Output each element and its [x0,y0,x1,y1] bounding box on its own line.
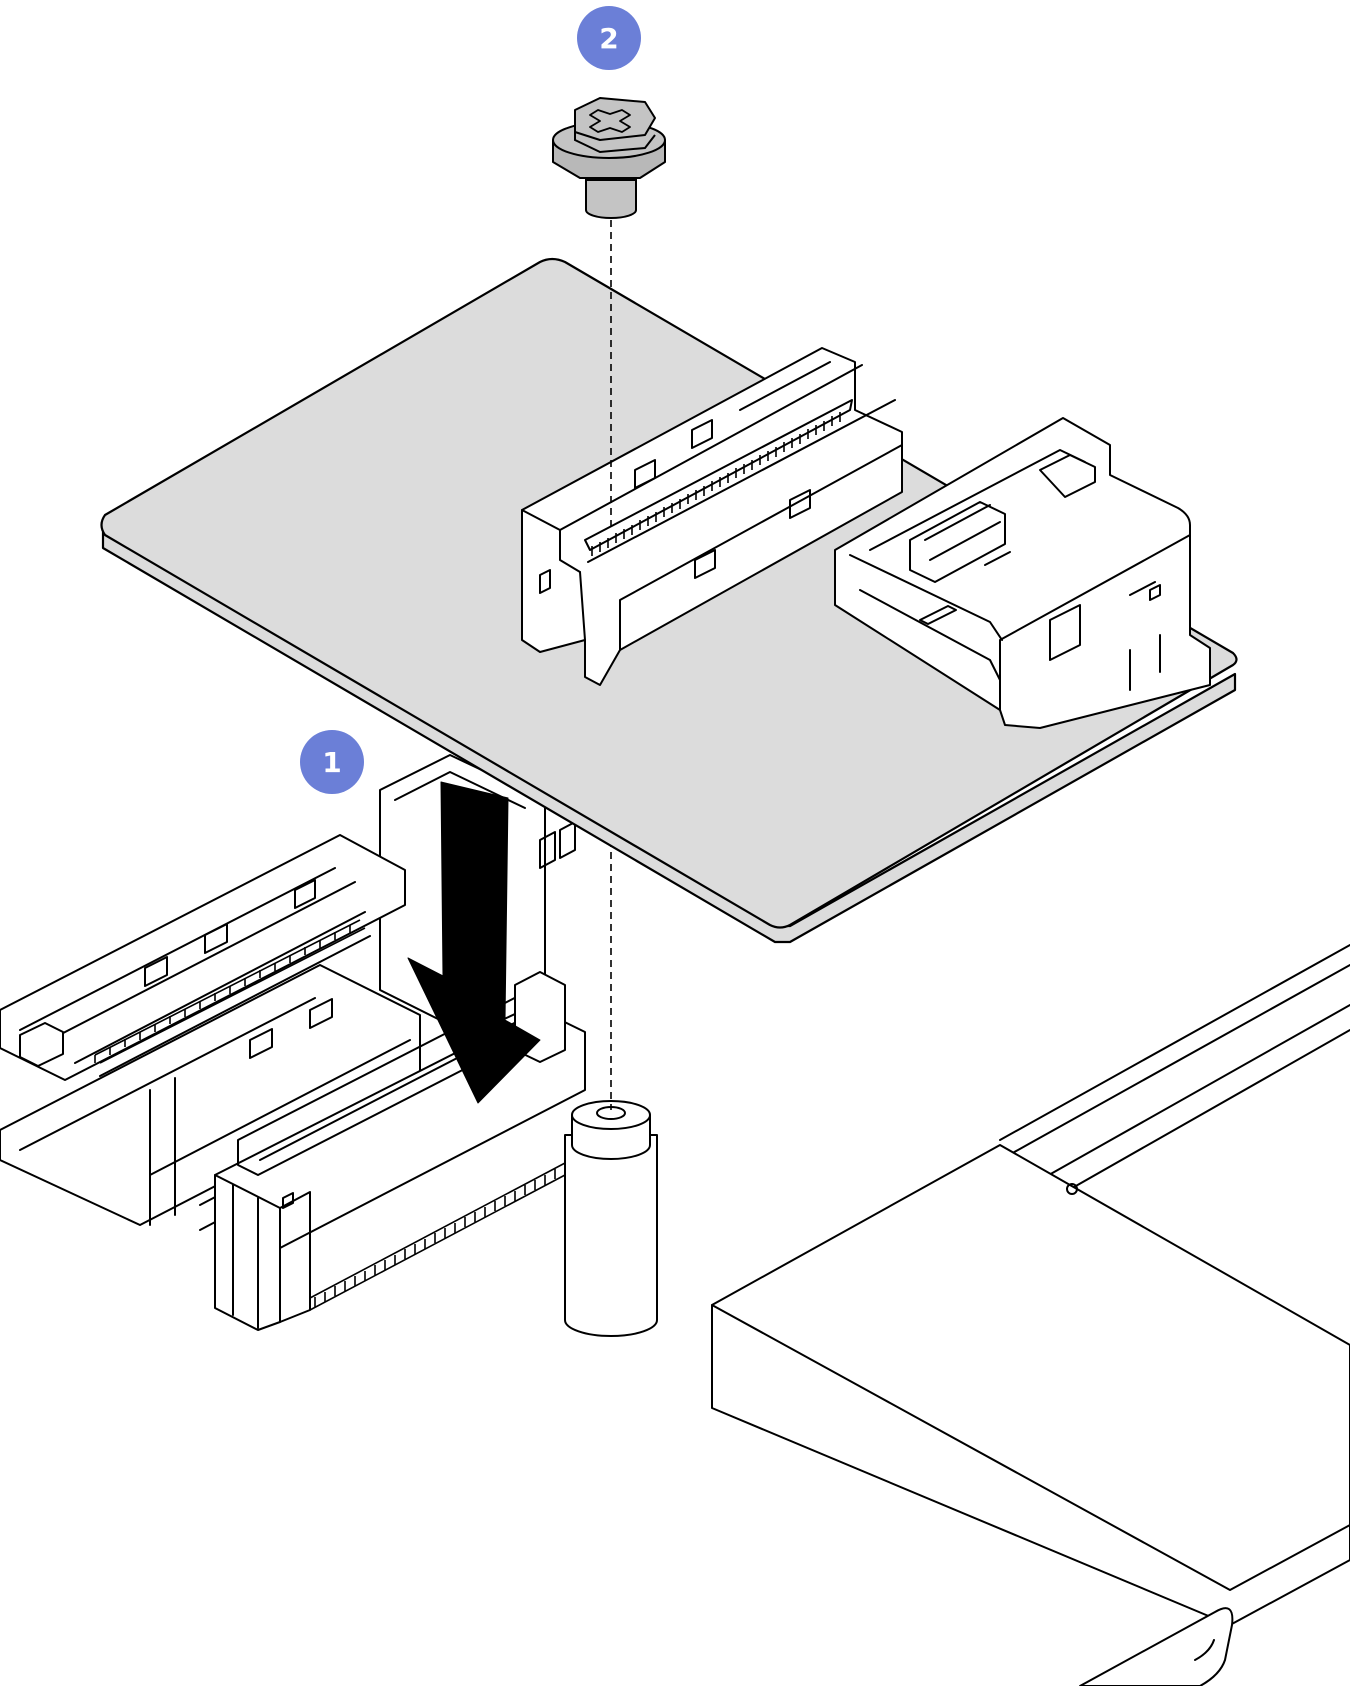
callout-step-2: 2 [577,6,641,70]
down-arrow-icon [407,781,541,1104]
screw-icon [552,97,666,219]
callout-step-1: 1 [300,730,364,794]
drive-bay [711,944,1350,1686]
standoff [564,1100,658,1337]
callout-label: 1 [322,746,341,779]
callout-label: 2 [599,22,618,55]
board-assembly [100,257,1238,944]
